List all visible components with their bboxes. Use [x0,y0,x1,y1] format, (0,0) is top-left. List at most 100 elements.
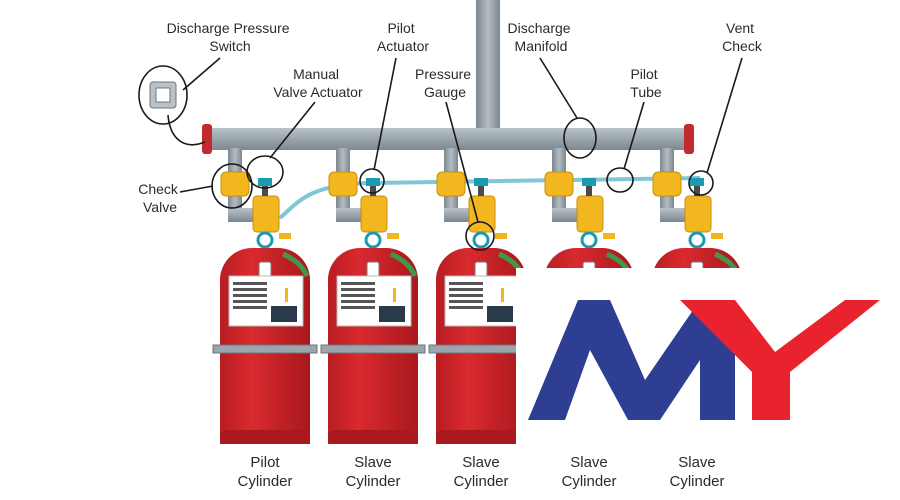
logo-letter-y [680,300,880,420]
cylinder-green-band [389,251,418,278]
pressure-switch-cable [167,114,206,146]
side-fitting [603,233,615,239]
cylinder-base [436,430,526,444]
my-logo [516,268,900,452]
actuator-stem [586,186,592,196]
pressure-gauge-icon [580,231,598,249]
check-valve-body [544,171,574,197]
leader-check-valve [179,185,214,193]
check-valve-body [220,171,250,197]
label-discharge-pressure-switch: Discharge Pressure Switch [167,20,294,54]
label-text-line [449,300,483,303]
leader-manifold [539,57,578,119]
leader-manual-actuator [269,101,316,159]
cylinder-green-band [281,251,310,278]
cylinder-valve [360,195,388,233]
cylinder-label-line2: Cylinder [237,473,292,490]
cylinder-label-line2: Cylinder [561,473,616,490]
cylinder-label-line2: Cylinder [453,473,508,490]
label-text-line [233,282,267,285]
check-valve-body [328,171,358,197]
logo-letter-m [528,300,735,420]
label-text-line [341,288,375,291]
label-yellow-mark [393,288,396,302]
cylinder-label-line2: Cylinder [669,473,724,490]
actuator-stem [262,186,268,196]
label-text-line [233,306,267,309]
discharge-riser-pipe [476,0,500,128]
label-yellow-mark [501,288,504,302]
discharge-manifold-pipe [206,128,690,150]
label-text-line [341,306,375,309]
callout-vent-check [688,170,714,196]
label-pressure-gauge: Pressure Gauge [415,66,475,100]
leader-pilot-tube [623,101,645,170]
label-pilot-tube: Pilot Tube [630,66,662,100]
cylinder-valve [576,195,604,233]
pressure-gauge-icon [472,231,490,249]
side-fitting [279,233,291,239]
cylinder-base [220,430,310,444]
cylinder-label-line1: Pilot [250,454,280,471]
actuator-stem [694,186,700,196]
label-pilot-actuator: Pilot Actuator [377,20,429,54]
cylinder-valve [684,195,712,233]
label-text-line [341,282,375,285]
cylinder-label-line1: Slave [462,454,500,471]
manifold-end-cap-left [202,124,212,154]
label-yellow-mark [285,288,288,302]
cylinder-label-line1: Slave [354,454,392,471]
callout-pressure-switch [138,65,188,125]
manifold-end-cap-right [684,124,694,154]
pilot-actuator-icon [690,178,704,186]
pressure-gauge-icon [688,231,706,249]
cylinder-label-line2: Cylinder [345,473,400,490]
label-discharge-manifold: Discharge Manifold [508,20,575,54]
label-text-line [233,300,267,303]
side-fitting [495,233,507,239]
label-text-line [233,288,267,291]
label-dark-panel [487,306,513,322]
leader-pressure-gauge [445,101,479,223]
pressure-gauge-icon [364,231,382,249]
pressure-switch-face [155,87,171,103]
label-text-line [449,294,483,297]
side-fitting [387,233,399,239]
actuator-stem [478,186,484,196]
label-vent-check: Vent Check [722,20,763,54]
pilot-actuator-icon [258,178,272,186]
label-manual-valve-actuator: Manual Valve Actuator [273,66,363,100]
check-valve-body [652,171,682,197]
cylinder-strap [320,344,426,354]
side-fitting [711,233,723,239]
cylinder-strap [212,344,318,354]
cylinder-1 [212,148,318,444]
cylinder-label-line1: Slave [570,454,608,471]
label-text-line [233,294,267,297]
label-check-valve: Check Valve [138,181,182,215]
label-text-line [341,300,375,303]
label-dark-panel [379,306,405,322]
check-valve-body [436,171,466,197]
cylinder-3 [428,148,534,444]
callout-pilot-actuator [359,168,385,194]
pressure-gauge-icon [256,231,274,249]
cylinder-label-line1: Slave [678,454,716,471]
callout-pilot-tube [606,167,634,193]
actuator-stem [370,186,376,196]
cylinder-2 [320,148,426,444]
cylinder-valve [252,195,280,233]
label-text-line [341,294,375,297]
label-dark-panel [271,306,297,322]
leader-vent-check [706,57,743,174]
label-text-line [449,306,483,309]
pilot-tube-line [278,176,701,220]
label-text-line [449,282,483,285]
